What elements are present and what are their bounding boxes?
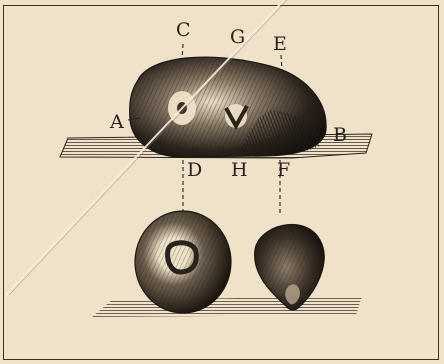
label-e: E [273, 35, 287, 54]
label-b: B [333, 126, 347, 145]
label-d: D [187, 161, 202, 180]
elongated-form [130, 57, 326, 157]
label-f: F [277, 161, 290, 180]
label-g: G [230, 28, 245, 47]
label-a: A [110, 113, 124, 132]
sphere-form [135, 211, 231, 313]
label-c: C [176, 21, 191, 40]
ground-plane-bottom [92, 296, 362, 317]
label-h: H [231, 161, 248, 180]
